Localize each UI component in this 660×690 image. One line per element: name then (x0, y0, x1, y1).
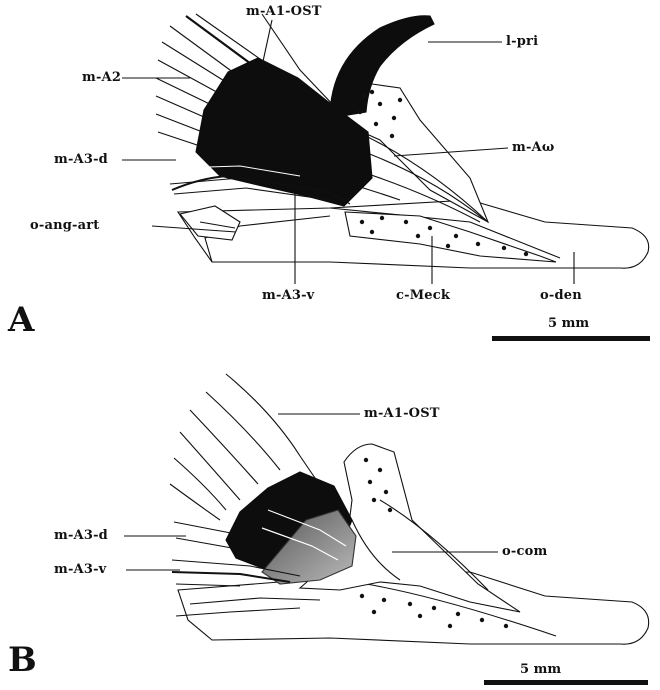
label-o-ang-art: o-ang-art (30, 218, 100, 233)
label-c-meck: c-Meck (396, 288, 450, 303)
label-l-pri: l-pri (506, 34, 538, 49)
label-m-a-omega: m-Aω (512, 140, 554, 155)
scale-label-b: 5 mm (520, 662, 561, 677)
label-m-a1-ost-b: m-A1-OST (364, 406, 440, 421)
panel-letter-a: A (8, 300, 34, 340)
label-m-a2: m-A2 (82, 70, 121, 85)
panel-a-drawing (156, 14, 649, 268)
label-m-a3-d-a: m-A3-d (54, 152, 108, 167)
scale-label-a: 5 mm (548, 316, 589, 331)
label-m-a3-v-b: m-A3-v (54, 562, 106, 577)
label-o-com: o-com (502, 544, 547, 559)
label-m-a1-ost-a: m-A1-OST (246, 4, 322, 19)
scale-bar-b (484, 680, 648, 685)
label-o-den: o-den (540, 288, 582, 303)
label-m-a3-d-b: m-A3-d (54, 528, 108, 543)
panel-letter-b: B (8, 640, 37, 680)
scale-bar-a (492, 336, 650, 341)
label-m-a3-v-a: m-A3-v (262, 288, 314, 303)
